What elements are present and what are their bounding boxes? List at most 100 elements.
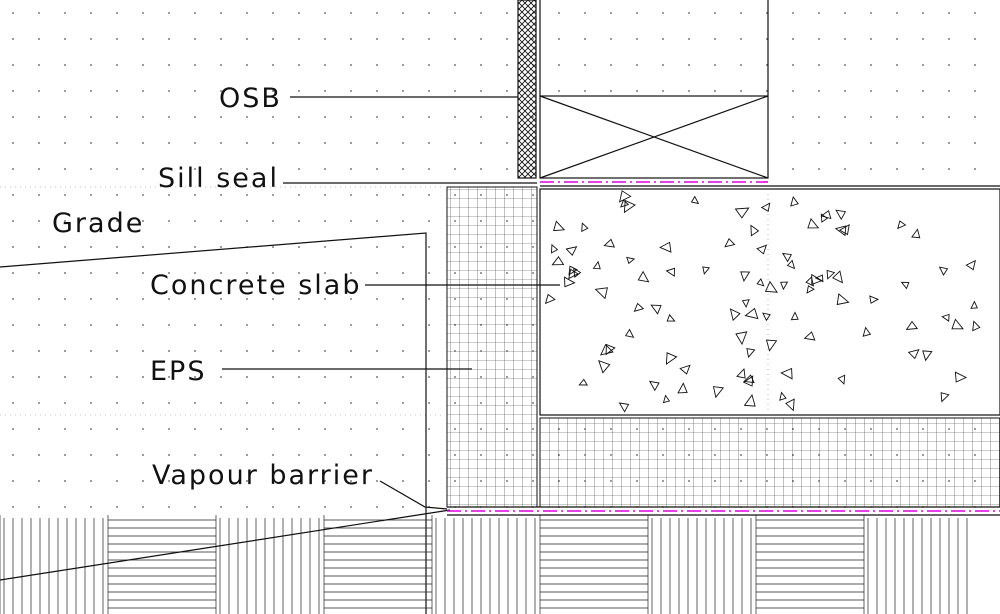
aggregate-stone xyxy=(762,312,771,322)
concrete-aggregate xyxy=(544,190,981,413)
aggregate-stone xyxy=(637,270,650,283)
aggregate-stone xyxy=(869,295,880,304)
aggregate-stone xyxy=(972,320,981,332)
aggregate-stone xyxy=(765,339,778,352)
aggregate-stone xyxy=(740,271,751,283)
aggregate-stone xyxy=(746,348,756,359)
aggregate-stone xyxy=(618,402,630,413)
aggregate-stone xyxy=(690,195,700,205)
osb-sheathing xyxy=(517,0,537,179)
aggregate-stone xyxy=(941,313,950,322)
label-eps: EPS xyxy=(150,356,206,387)
aggregate-stone xyxy=(743,393,756,407)
aggregate-stone xyxy=(618,190,632,203)
aggregate-stone xyxy=(954,371,968,383)
aggregate-stone xyxy=(650,304,662,315)
aggregate-stone xyxy=(786,259,796,270)
aggregate-stone xyxy=(806,285,815,294)
aggregate-stone xyxy=(938,266,949,276)
aggregate-stone xyxy=(750,224,760,237)
aggregate-stone xyxy=(679,364,691,375)
aggregate-stone xyxy=(724,238,736,248)
aggregate-stone xyxy=(564,276,576,288)
aggregate-stone xyxy=(911,228,921,239)
label-sill-seal: Sill seal xyxy=(158,163,279,194)
eps-vertical-insulation xyxy=(446,186,538,508)
aggregate-stone xyxy=(633,302,645,312)
eps-horizontal-insulation xyxy=(539,417,1000,508)
soil-hatch xyxy=(0,512,1000,614)
aggregate-stone xyxy=(702,266,711,275)
aggregate-stone xyxy=(598,359,611,374)
aggregate-stone xyxy=(659,241,672,253)
aggregate-stone xyxy=(743,374,755,384)
aggregate-stone xyxy=(837,374,846,385)
aggregate-stone xyxy=(940,392,950,403)
aggregate-stone xyxy=(677,382,688,394)
aggregate-stone xyxy=(760,202,771,213)
aggregate-stone xyxy=(553,220,566,232)
sill-plate-cross xyxy=(539,95,769,179)
aggregate-stone xyxy=(965,259,976,271)
label-grade: Grade xyxy=(52,208,144,239)
aggregate-stone xyxy=(603,238,616,248)
aggregate-stone xyxy=(905,320,919,331)
aggregate-stone xyxy=(838,224,850,236)
aggregate-stone xyxy=(826,269,836,280)
aggregate-stone xyxy=(780,367,793,380)
leader-lines xyxy=(222,96,560,510)
aggregate-stone xyxy=(544,293,556,305)
aggregate-stone xyxy=(834,225,847,237)
grade-outline xyxy=(0,232,451,614)
label-osb: OSB xyxy=(219,83,282,114)
aggregate-stone xyxy=(814,274,824,283)
aggregate-stone xyxy=(790,311,799,321)
aggregate-stone xyxy=(665,267,675,277)
aggregate-stone xyxy=(594,287,608,300)
label-concrete-slab: Concrete slab xyxy=(150,270,361,301)
aggregate-stone xyxy=(835,209,847,221)
aggregate-stone xyxy=(626,256,636,265)
aggregate-stone xyxy=(729,308,741,322)
aggregate-stone xyxy=(734,207,750,219)
aggregate-stone xyxy=(573,267,582,278)
aggregate-stone xyxy=(741,299,750,309)
aggregate-stone xyxy=(568,265,578,276)
aggregate-stone xyxy=(764,280,778,293)
aggregate-stone xyxy=(970,300,978,309)
aggregate-stone xyxy=(862,326,872,337)
aggregate-stone xyxy=(756,277,765,287)
aggregate-stone xyxy=(592,260,601,270)
aggregate-stone xyxy=(951,318,964,330)
aggregate-stone xyxy=(578,378,589,386)
aggregate-stone xyxy=(744,307,759,320)
aggregate-stone xyxy=(624,328,635,338)
construction-guides xyxy=(0,186,445,416)
aggregate-stone xyxy=(900,281,910,290)
aggregate-stone xyxy=(665,352,678,366)
aggregate-stone xyxy=(922,350,933,362)
aggregate-stone xyxy=(790,195,799,207)
aggregate-stone xyxy=(736,368,746,379)
label-vapour-barrier: Vapour barrier xyxy=(152,460,374,491)
aggregate-stone xyxy=(785,398,795,412)
aggregate-stone xyxy=(551,243,559,254)
aggregate-stone xyxy=(805,276,815,287)
aggregate-stone xyxy=(820,213,829,223)
aggregate-stone xyxy=(648,380,660,392)
aggregate-stone xyxy=(623,199,636,214)
aggregate-stone xyxy=(605,343,616,356)
aggregate-stone xyxy=(551,256,565,266)
aggregate-stone xyxy=(807,217,820,229)
aggregate-stone xyxy=(666,313,676,322)
aggregate-stone xyxy=(620,199,630,208)
aggregate-stone xyxy=(712,386,725,399)
aggregate-stone xyxy=(907,349,920,360)
aggregate-stone xyxy=(832,270,844,284)
aggregate-stone xyxy=(781,252,793,263)
aggregate-stone xyxy=(803,331,816,341)
aggregate-stone xyxy=(581,222,589,233)
aggregate-stone xyxy=(756,244,768,255)
concrete-slab xyxy=(539,188,1000,416)
aggregate-stone xyxy=(897,220,907,230)
